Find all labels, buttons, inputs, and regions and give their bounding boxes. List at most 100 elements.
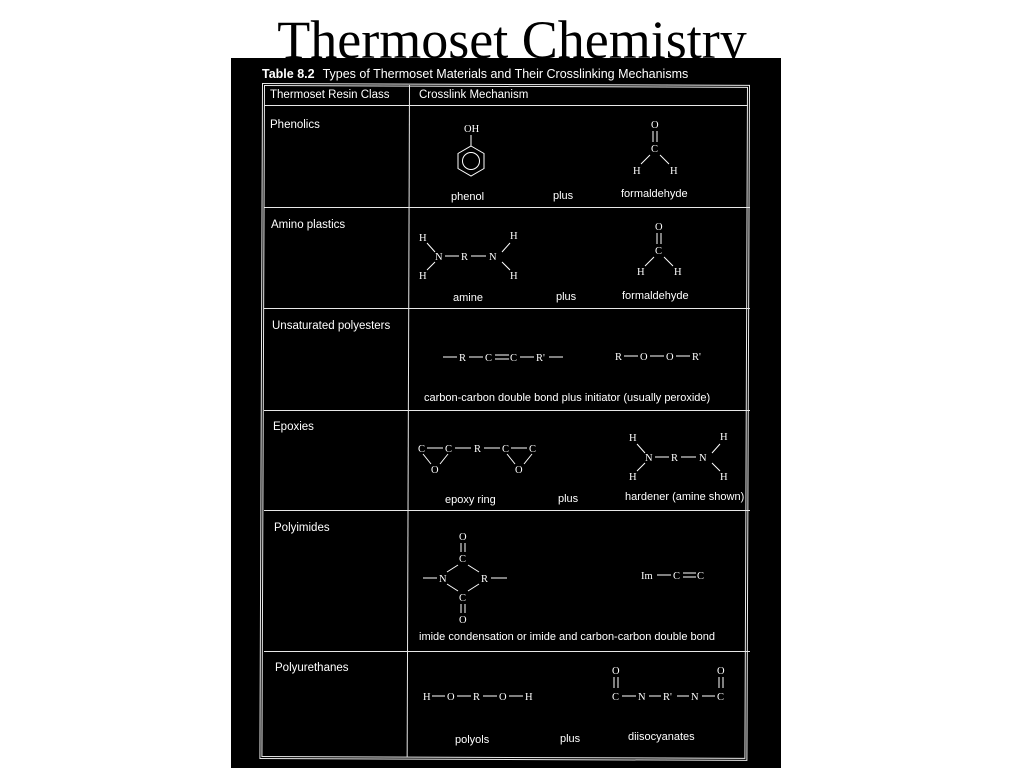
table-scan: Table 8.2 Types of Thermoset Materials an… [231,58,781,768]
h-label: H [525,692,533,703]
c-label: C [529,444,536,455]
n-label: N [645,453,653,464]
polyol-structure: H O R O H [423,692,533,703]
column-header-resin-class: Thermoset Resin Class [270,89,390,101]
row-name-unsaturated-polyesters: Unsaturated polyesters [272,320,391,332]
formaldehyde-structure: O C H H [633,120,678,177]
row-name-phenolics: Phenolics [270,119,320,131]
c-label: C [651,144,658,155]
r-label: R [459,353,466,364]
r-label: R [671,453,678,464]
caption-formaldehyde: formaldehyde [621,188,688,200]
c-label: C [502,444,509,455]
h-label: H [674,267,682,278]
row-name-amino-plastics: Amino plastics [271,219,346,231]
o-label: O [717,666,725,677]
phenol-structure: OH [457,124,485,177]
column-header-crosslink: Crosslink Mechanism [419,89,529,101]
caption-plus: plus [558,493,579,505]
caption-epoxy-ring: epoxy ring [445,494,496,506]
h-label: H [633,166,641,177]
c-label: C [445,444,452,455]
r-label: R [473,692,480,703]
caption-plus: plus [556,291,577,303]
r-label: R [474,444,481,455]
h-label: H [629,472,637,483]
caption-hardener: hardener (amine shown) [625,491,745,503]
h-label: H [510,271,518,282]
n-label: N [435,252,443,263]
o-label: O [666,352,674,363]
h-label: H [419,233,427,244]
n-label: N [439,574,447,585]
double-bond-structure: R C C R' [443,353,563,364]
header-divider [264,105,748,106]
oh-label: OH [464,124,480,135]
epoxy-structure: C C O R C C O [418,444,536,476]
caption-phenol: phenol [451,191,485,203]
h-label: H [637,267,645,278]
caption-plus: plus [553,190,574,202]
h-label: H [419,271,427,282]
row-name-polyurethanes: Polyurethanes [275,662,349,674]
row-divider [264,651,750,652]
r-prime-label: R' [536,353,545,364]
im-label: Im [641,571,653,582]
c-label: C [459,554,466,565]
n-label: N [638,692,646,703]
r-label: R [461,252,468,263]
caption-polyimides: imide condensation or imide and carbon-c… [419,631,715,643]
o-label: O [431,465,439,476]
peroxide-structure: R O O R' [615,352,701,363]
h-label: H [720,432,728,443]
caption-formaldehyde: formaldehyde [622,290,689,302]
h-label: H [423,692,431,703]
r-label: R [481,574,488,585]
caption-amine: amine [453,292,483,304]
row-name-epoxies: Epoxies [273,421,314,433]
hardener-structure: H H H H N R N [629,432,728,483]
h-label: H [670,166,678,177]
row-divider [264,410,750,411]
table-number: Table 8.2 [262,67,315,81]
c-label: C [459,593,466,604]
o-label: O [612,666,620,677]
r-label: R [615,352,622,363]
c-label: C [673,571,680,582]
r-prime-label: R' [663,692,672,703]
o-label: O [459,615,467,626]
r-prime-label: R' [692,352,701,363]
c-label: C [717,692,724,703]
row-divider [264,510,750,511]
o-label: O [447,692,455,703]
o-label: O [640,352,648,363]
c-label: C [697,571,704,582]
n-label: N [699,453,707,464]
imide-structure: O C N R C O [423,532,507,626]
row-divider [264,207,750,208]
caption-diisocyanates: diisocyanates [628,731,695,743]
caption-plus: plus [560,733,581,745]
im-structure: Im C C [641,571,704,582]
h-label: H [629,433,637,444]
c-label: C [655,246,662,257]
h-label: H [510,231,518,242]
c-label: C [418,444,425,455]
caption-unsaturated-polyesters: carbon-carbon double bond plus initiator… [424,392,711,404]
table-caption: Table 8.2 Types of Thermoset Materials an… [262,67,688,81]
c-label: C [510,353,517,364]
amine-structure: H H H H N R N [419,231,518,282]
formaldehyde-structure: O C H H [637,222,682,278]
n-label: N [691,692,699,703]
c-label: C [485,353,492,364]
o-label: O [499,692,507,703]
o-label: O [651,120,659,131]
o-label: O [655,222,663,233]
row-divider [264,308,750,309]
o-label: O [459,532,467,543]
c-label: C [612,692,619,703]
diisocyanate-structure: O O C N R' N C [612,666,725,703]
o-label: O [515,465,523,476]
h-label: H [720,472,728,483]
table-caption-text: Types of Thermoset Materials and Their C… [322,67,689,81]
